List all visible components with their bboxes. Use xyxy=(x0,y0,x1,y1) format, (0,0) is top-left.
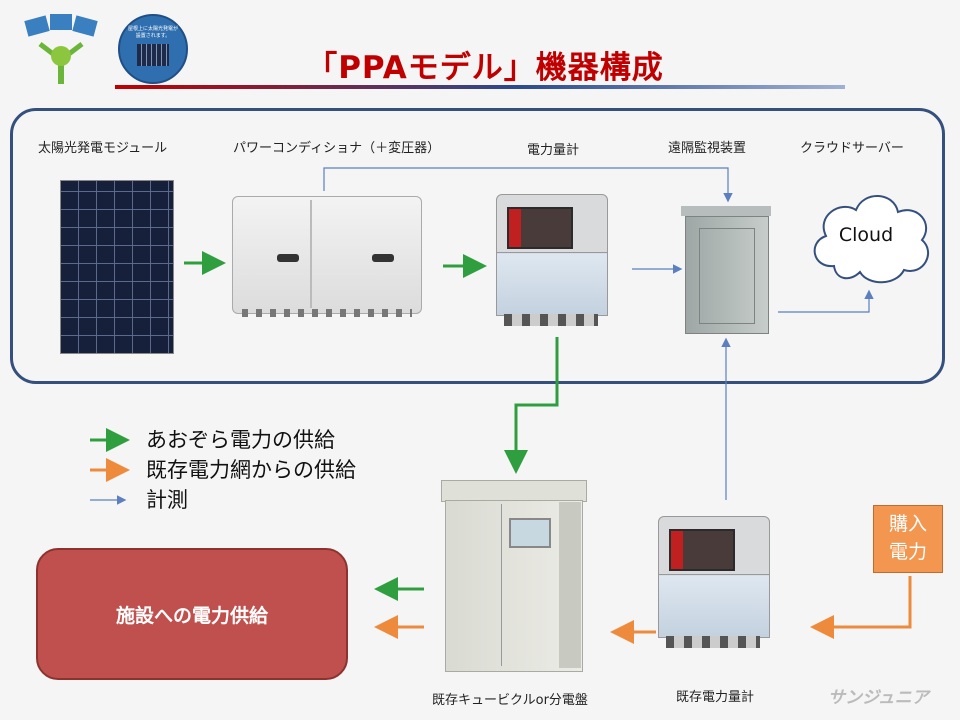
badge-caption: 屋根上に太陽光発電が設置されます。 xyxy=(128,26,179,39)
solar-roof-badge: 屋根上に太陽光発電が設置されます。 xyxy=(118,14,188,84)
existing-meter-image xyxy=(658,516,770,651)
arrow-purchase-to-meter xyxy=(810,576,912,639)
legend-blue-label: 計測 xyxy=(146,488,188,512)
cloud-label: Cloud xyxy=(838,224,894,246)
cloud-icon xyxy=(806,186,934,288)
ppa-equipment-frame xyxy=(10,108,945,384)
arrow-meter-to-cubicle xyxy=(504,337,559,474)
purchase-power-box: 購入 電力 xyxy=(873,505,943,573)
power-meter-image xyxy=(496,194,608,329)
purchase-label-line2: 電力 xyxy=(888,541,927,563)
label-power-conditioner: パワーコンディショナ（＋変圧器） xyxy=(233,141,441,156)
label-cloud-server: クラウドサーバー xyxy=(800,141,904,156)
label-existing-meter: 既存電力量計 xyxy=(676,690,755,705)
label-remote-monitor: 遠隔監視装置 xyxy=(668,141,747,156)
power-conditioner-image xyxy=(232,196,422,318)
label-solar-module: 太陽光発電モジュール xyxy=(38,141,168,156)
legend-green-label: あおぞら電力の供給 xyxy=(146,428,335,452)
solar-module-image xyxy=(60,180,174,354)
legend-orange-label: 既存電力網からの供給 xyxy=(146,458,356,482)
measure-pcs-to-monitor xyxy=(323,167,733,203)
measure-monitor-to-cloud xyxy=(778,289,874,313)
brand-logo: サンジュニア xyxy=(828,688,929,708)
label-cubicle: 既存キュービクルor分電盤 xyxy=(432,693,588,708)
remote-monitor-image xyxy=(681,206,771,334)
badge-panel-icon xyxy=(137,44,169,66)
purchase-label-line1: 購入 xyxy=(888,513,927,535)
facility-supply-box: 施設への電力供給 xyxy=(36,548,348,680)
cubicle-image xyxy=(441,480,587,672)
mascot-logo xyxy=(22,14,100,86)
facility-supply-label: 施設への電力供給 xyxy=(115,604,268,627)
page-title: 「PPAモデル」機器構成 xyxy=(306,50,664,86)
label-power-meter: 電力量計 xyxy=(527,143,580,158)
title-underline xyxy=(115,85,845,89)
